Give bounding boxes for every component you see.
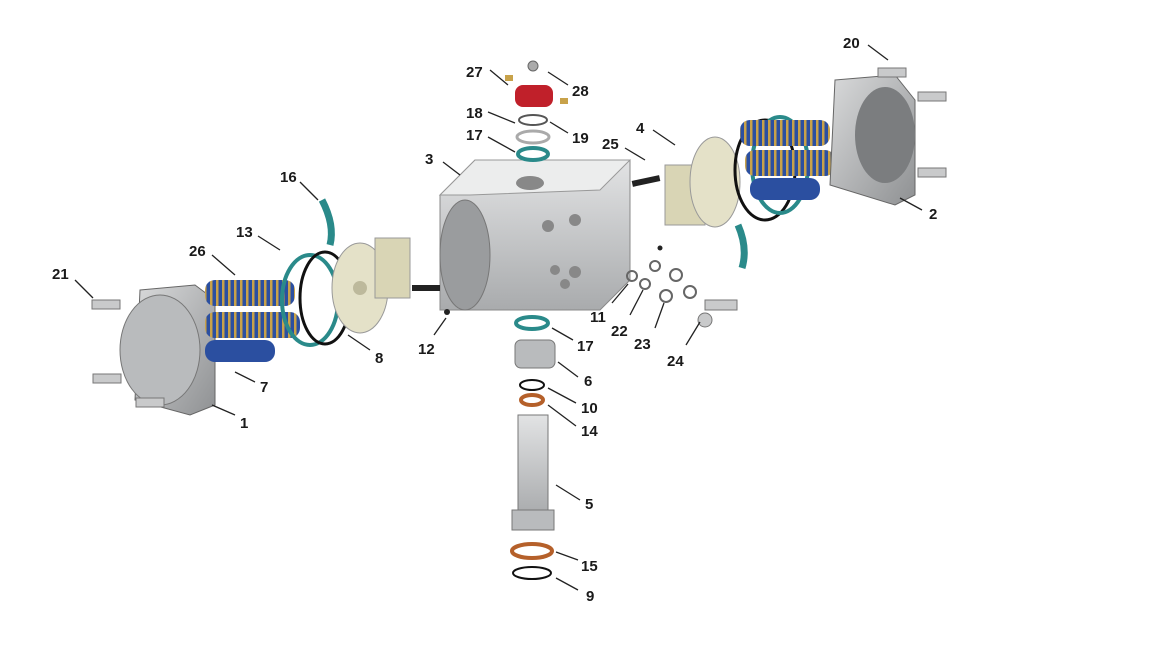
indicator-pin-right xyxy=(560,98,568,104)
callout-22: 22 xyxy=(611,323,628,340)
adjust-bolt xyxy=(704,299,738,311)
callout-19: 19 xyxy=(572,130,589,147)
guide-band-16 xyxy=(318,198,335,246)
callout-28: 28 xyxy=(572,83,589,100)
callout-2: 2 xyxy=(929,206,937,223)
callout-12: 12 xyxy=(418,341,435,358)
thrust-washer-bottom xyxy=(514,315,550,331)
thrust-washer-top xyxy=(516,146,550,162)
callout-6: 6 xyxy=(584,373,592,390)
callout-17-top: 17 xyxy=(466,127,483,144)
callout-25: 25 xyxy=(602,136,619,153)
callout-4: 4 xyxy=(636,120,645,137)
callout-13: 13 xyxy=(236,224,253,241)
left-end-cap xyxy=(119,284,216,416)
callout-1: 1 xyxy=(240,415,248,432)
callout-9: 9 xyxy=(586,588,594,605)
o-ring-9 xyxy=(512,566,552,580)
callout-15: 15 xyxy=(581,558,598,575)
callout-14: 14 xyxy=(581,423,598,440)
indicator-screw xyxy=(527,60,539,72)
o-ring-10 xyxy=(519,379,545,391)
guide-band-right xyxy=(734,223,748,270)
stop-rod-right xyxy=(631,175,661,187)
callout-20: 20 xyxy=(843,35,860,52)
ball-small xyxy=(657,245,663,251)
bearing-15 xyxy=(510,542,554,560)
end-cap-bolts xyxy=(91,67,947,408)
callout-27: 27 xyxy=(466,64,483,81)
callout-7: 7 xyxy=(260,379,268,396)
small-seals-washers xyxy=(626,260,697,303)
bearing-14 xyxy=(519,393,545,407)
stop-rod-left xyxy=(412,285,440,291)
left-springs xyxy=(205,280,300,362)
washer-19 xyxy=(515,129,551,145)
indicator-pin-left xyxy=(505,75,513,81)
callout-17-bottom: 17 xyxy=(577,338,594,355)
right-springs xyxy=(740,120,835,200)
position-indicator xyxy=(515,85,553,107)
callout-26: 26 xyxy=(189,243,206,260)
left-piston xyxy=(331,237,411,334)
leader-lines xyxy=(74,44,923,591)
adjust-nut xyxy=(697,312,713,328)
actuator-body xyxy=(438,159,632,311)
cam-6 xyxy=(514,339,556,369)
callout-5: 5 xyxy=(585,496,593,513)
callout-18: 18 xyxy=(466,105,483,122)
pinion-shaft xyxy=(511,414,555,531)
callout-labels: 20 27 28 18 19 17 4 25 3 16 2 13 26 21 1… xyxy=(52,35,937,605)
callout-16: 16 xyxy=(280,169,297,186)
right-end-cap xyxy=(829,74,916,206)
callout-23: 23 xyxy=(634,336,651,353)
callout-11: 11 xyxy=(590,309,606,326)
right-piston xyxy=(664,136,741,228)
callout-8: 8 xyxy=(375,350,383,367)
callout-21: 21 xyxy=(52,266,69,283)
callout-10: 10 xyxy=(581,400,598,417)
callout-24: 24 xyxy=(667,353,684,370)
ball-12 xyxy=(444,309,450,315)
callout-3: 3 xyxy=(425,151,433,168)
circlip-18 xyxy=(518,114,548,126)
